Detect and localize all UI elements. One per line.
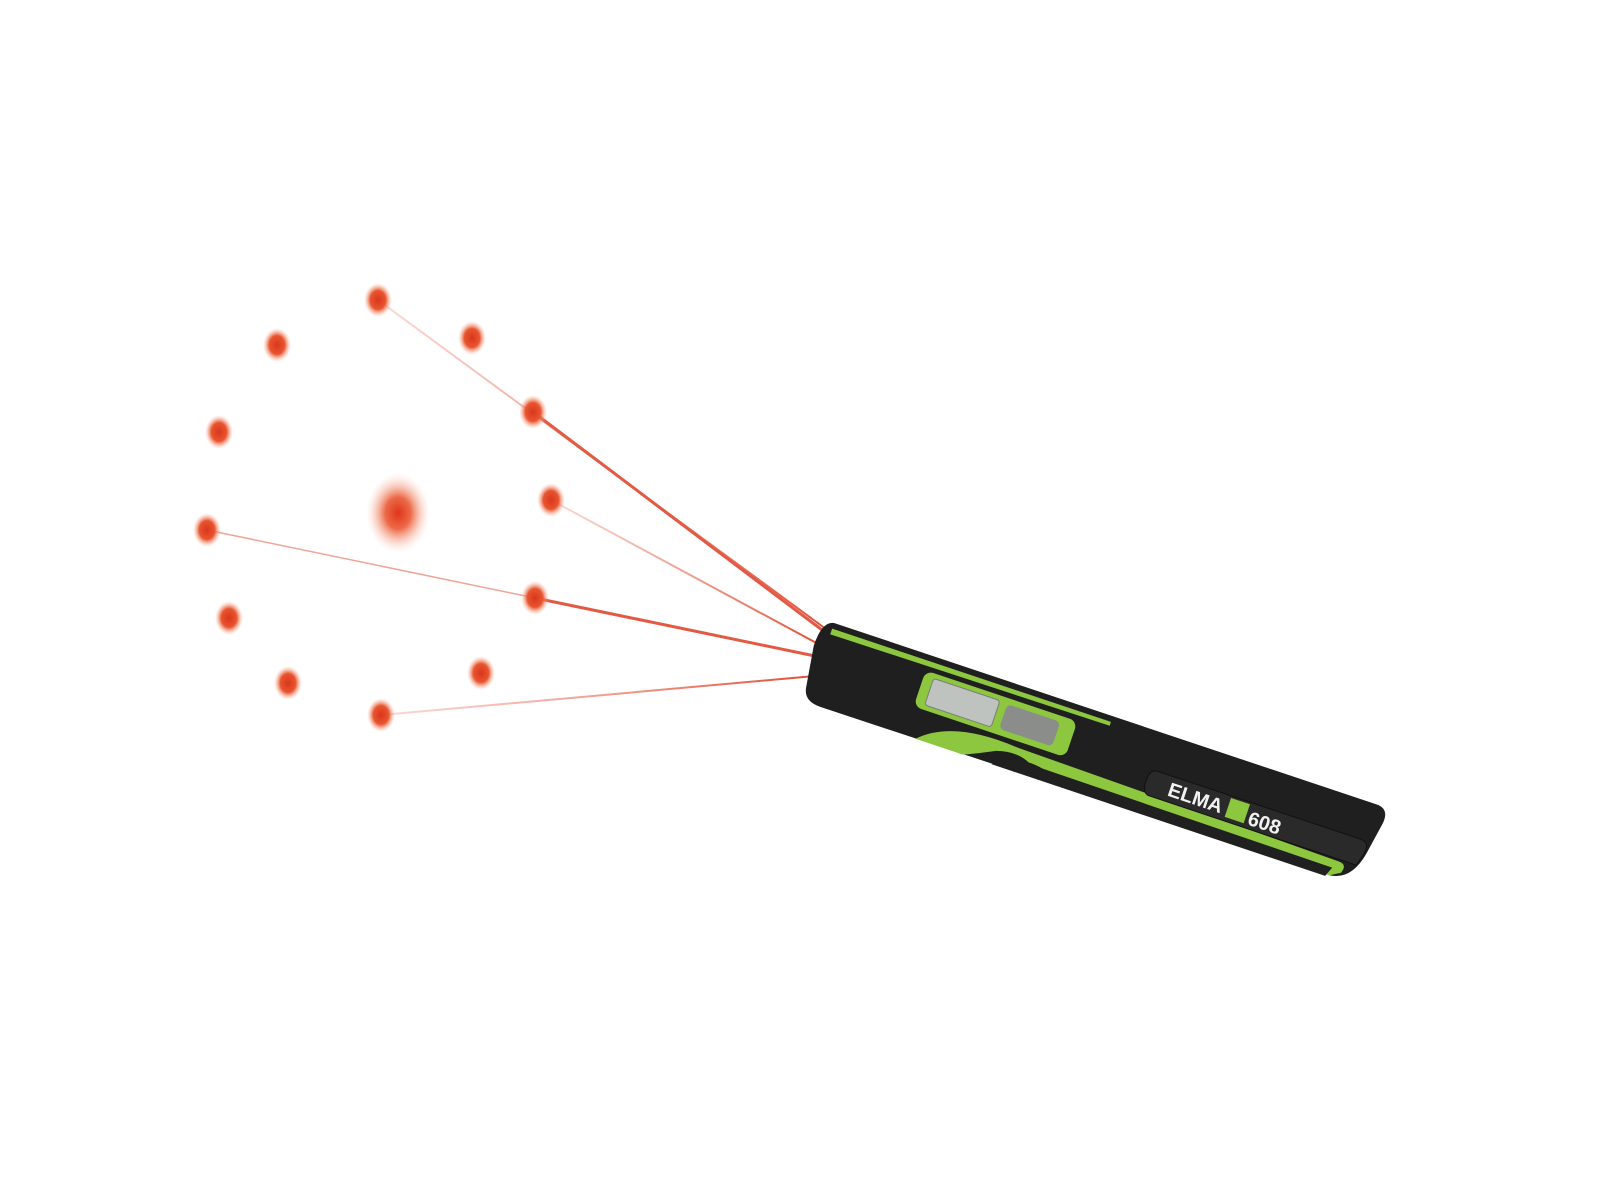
laser-dot xyxy=(458,321,486,355)
logo-mark xyxy=(1224,797,1250,824)
laser-center-dot xyxy=(366,473,430,553)
pocket-clip xyxy=(1144,770,1368,866)
laser-dot xyxy=(521,581,549,615)
accent-stripe-top xyxy=(830,628,1111,726)
laser-dot xyxy=(367,698,395,732)
laser-beam xyxy=(206,529,536,599)
laser-dot xyxy=(205,415,233,449)
laser-beam xyxy=(550,499,823,647)
laser-beam xyxy=(531,410,832,638)
laser-dot xyxy=(519,395,547,429)
ir-thermometer: ELMA 608 xyxy=(805,622,1386,876)
laser-dot xyxy=(364,283,392,317)
display-screen xyxy=(924,678,1000,727)
laser-dot xyxy=(467,656,495,690)
laser-dot xyxy=(537,483,565,517)
grip-dark xyxy=(991,759,1333,876)
laser-dot xyxy=(193,513,221,547)
laser-beam xyxy=(380,675,816,716)
laser-beam xyxy=(533,596,817,658)
laser-dot xyxy=(215,601,243,635)
laser-dot-circle xyxy=(193,283,565,732)
laser-dot xyxy=(274,666,302,700)
laser-dot xyxy=(263,328,291,362)
button xyxy=(1000,705,1060,746)
laser-beams xyxy=(206,299,832,716)
